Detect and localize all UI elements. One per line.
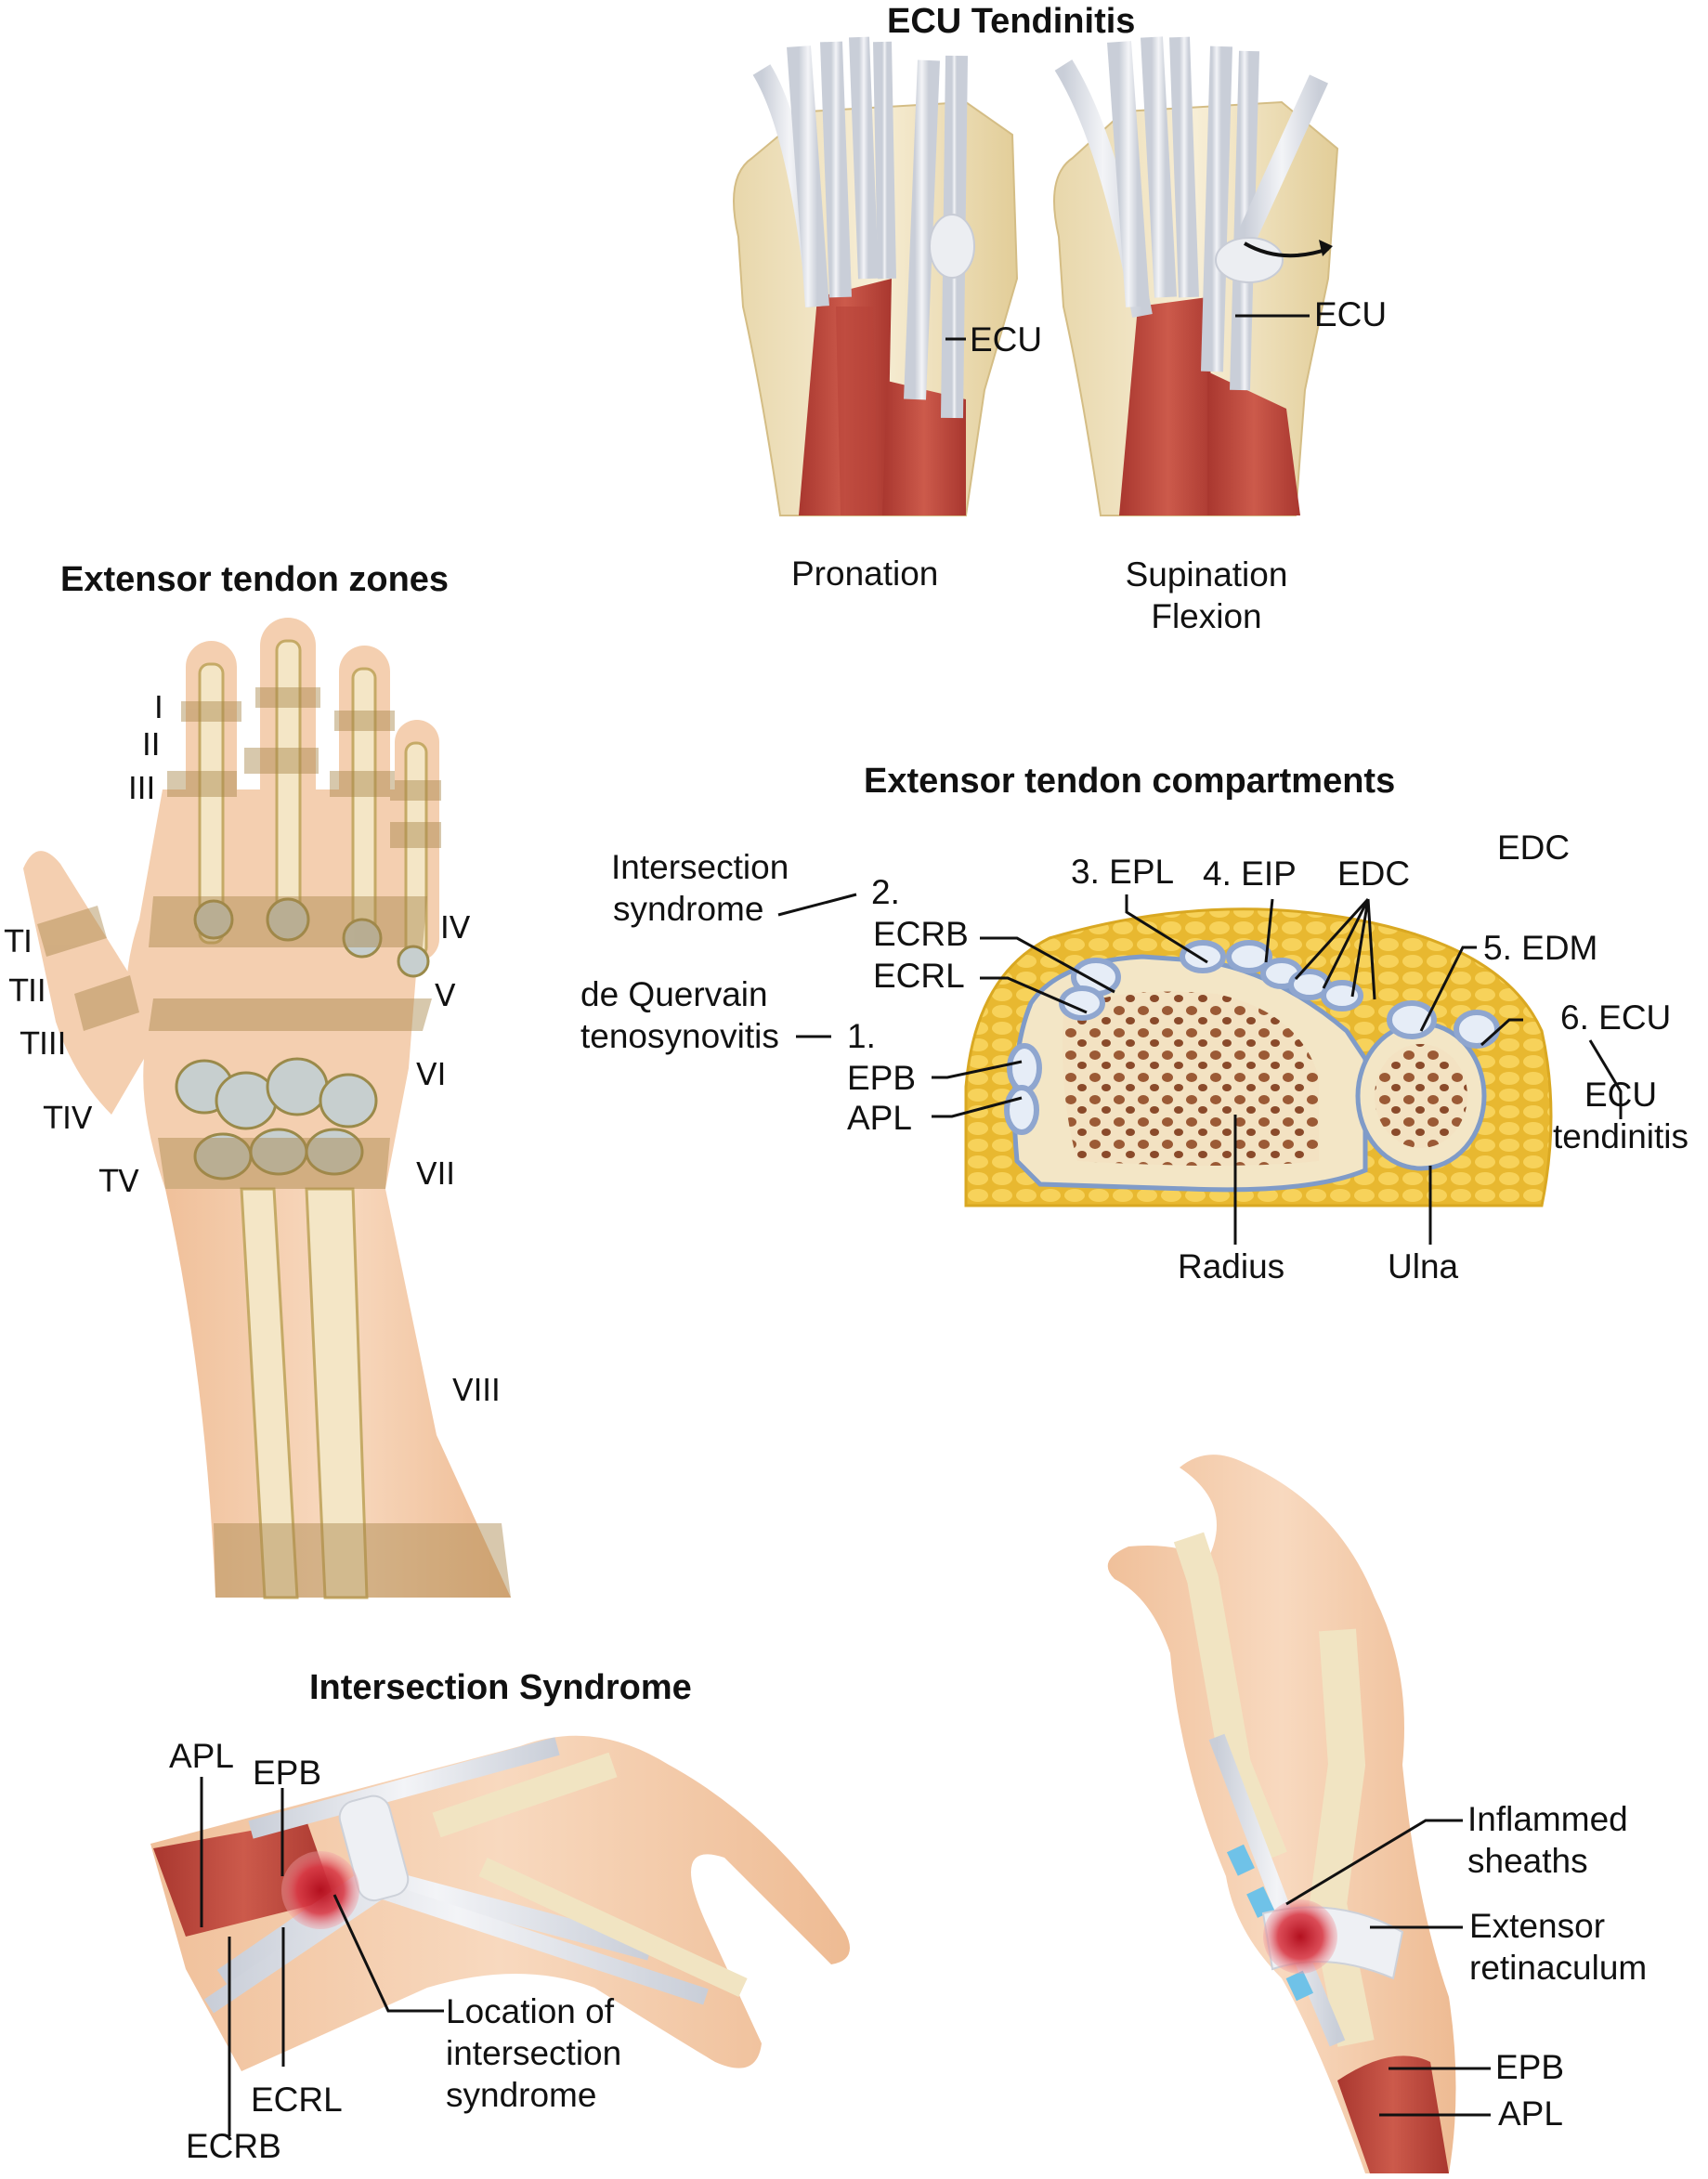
compartments-title: Extensor tendon compartments (864, 762, 1396, 801)
intersection-syndrome-title: Intersection Syndrome (309, 1668, 692, 1707)
ecu-pronation-label: ECU (970, 320, 1043, 359)
extensor-retinaculum-label-2: retinaculum (1469, 1949, 1648, 1987)
pronation-forearm (733, 36, 1019, 516)
zone-label-TI: TI (5, 923, 33, 959)
ecrl-label: ECRL (873, 957, 965, 995)
ecu-tendinitis-title: ECU Tendinitis (887, 2, 1136, 41)
ulna-label: Ulna (1388, 1247, 1459, 1285)
zone-label-TII: TII (9, 972, 46, 1009)
dequervain-leader-lines (1285, 1819, 1491, 2117)
edm-label: 5. EDM (1483, 929, 1598, 967)
dequervain-label-2: tenosynovitis (580, 1017, 779, 1055)
epl-label: 3. EPL (1071, 853, 1175, 891)
ecu-compartment-label: 6. ECU (1560, 998, 1672, 1037)
dequervain-epb-label: EPB (1495, 2048, 1565, 2086)
intersection-ecrl-label: ECRL (251, 2081, 343, 2119)
edc-top-label: EDC (1497, 829, 1571, 867)
zone-label-I: I (154, 689, 163, 725)
dequervain-label-1: de Quervain (580, 975, 768, 1013)
zone-label-III: III (128, 770, 156, 806)
pronation-caption: Pronation (791, 555, 939, 593)
supination-caption: Supination (1125, 555, 1288, 594)
supination-forearm (1053, 36, 1339, 516)
location-label-1: Location of (446, 1992, 615, 2030)
zone-label-TV: TV (99, 1163, 139, 1199)
ecrb-label: ECRB (873, 915, 969, 953)
eip-label: 4. EIP (1203, 855, 1297, 893)
intersection-ecrb-label: ECRB (186, 2127, 281, 2165)
extensor-zones-title: Extensor tendon zones (60, 560, 450, 599)
intersection-apl-label: APL (169, 1737, 234, 1775)
zone-label-IV: IV (440, 909, 471, 946)
radius-label: Radius (1178, 1247, 1285, 1285)
intersection-syndrome-label-2: syndrome (613, 890, 764, 928)
epb-label: EPB (847, 1059, 917, 1097)
edc-label: EDC (1337, 855, 1411, 893)
zone-bands (37, 687, 511, 1598)
thumb-up-hand (1107, 1455, 1456, 2173)
ecu-tendinitis-label-2: tendinitis (1552, 1117, 1689, 1155)
zone-label-II: II (142, 726, 161, 763)
inflamed-sheaths-label-1: Inflammed (1467, 1800, 1628, 1838)
ecu-tendinitis-label-1: ECU (1584, 1076, 1658, 1114)
zone-label-VIII: VIII (452, 1372, 501, 1408)
ecu-supination-label: ECU (1314, 295, 1388, 333)
intersection-epb-label: EPB (253, 1754, 322, 1792)
zone-label-VI: VI (416, 1056, 447, 1092)
flexion-caption: Flexion (1151, 597, 1262, 635)
intersection-syndrome-label-1: Intersection (611, 848, 789, 886)
compartment-2-number: 2. (871, 873, 900, 911)
zone-label-TIV: TIV (44, 1100, 93, 1136)
location-label-3: syndrome (446, 2076, 597, 2114)
compartment-1-number: 1. (847, 1017, 876, 1055)
zone-label-V: V (435, 977, 456, 1013)
wrist-cross-section (964, 907, 1553, 1207)
extensor-retinaculum-label-1: Extensor (1469, 1907, 1606, 1945)
dequervain-apl-label: APL (1498, 2094, 1563, 2133)
hand-silhouette (23, 618, 511, 1599)
apl-label: APL (847, 1099, 912, 1137)
zone-label-TIII: TIII (20, 1025, 67, 1062)
location-label-2: intersection (446, 2034, 622, 2072)
inflamed-sheaths-label-2: sheaths (1467, 1842, 1588, 1880)
zone-label-VII: VII (416, 1155, 456, 1192)
